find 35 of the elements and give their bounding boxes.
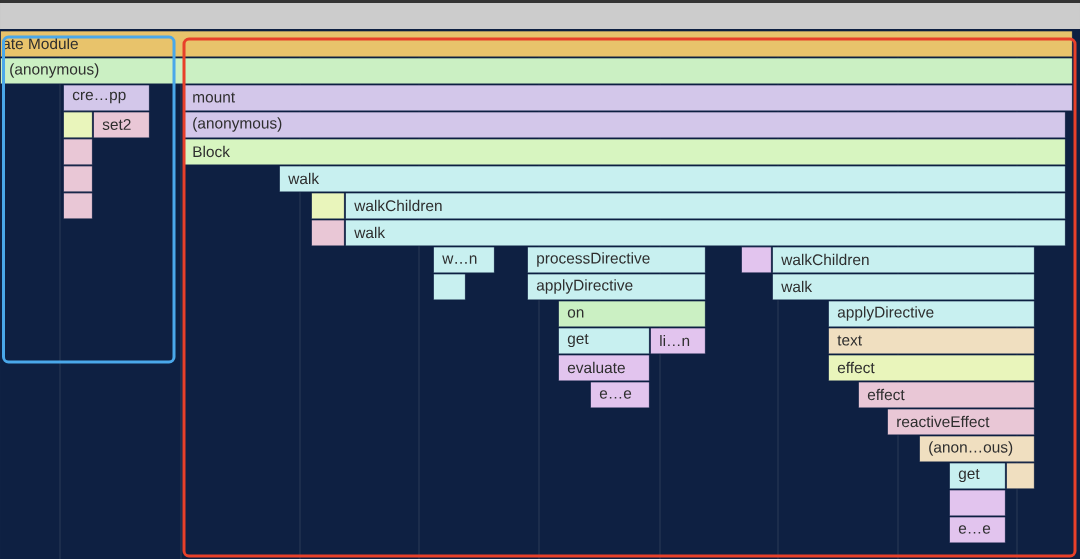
flame-bar: walk [279, 165, 1066, 193]
flame-bar: applyDirective [527, 273, 706, 301]
flame-bar [741, 246, 772, 274]
flame-bar: get [949, 462, 1006, 490]
flame-bar: effect [828, 354, 1035, 382]
flame-bar: on [558, 300, 706, 328]
flame-bar: walk [772, 273, 1035, 301]
flame-bar: get [558, 327, 650, 355]
flame-bar: applyDirective [828, 300, 1035, 328]
flame-bar: Block [183, 138, 1066, 166]
flame-bar: w…n [433, 246, 495, 274]
flame-bar: cre…pp [63, 84, 150, 112]
flame-bar [1006, 462, 1035, 490]
flame-bar: effect [858, 381, 1035, 409]
flame-bar: walkChildren [772, 246, 1035, 274]
flame-bar [311, 219, 345, 247]
flame-bar [63, 192, 93, 220]
flame-bar: e…e [949, 516, 1006, 544]
flame-bar: reactiveEffect [887, 408, 1035, 436]
flame-bar: evaluate [558, 354, 650, 382]
flame-bar: mount [183, 84, 1073, 112]
flame-bar: e…e [590, 381, 650, 409]
flame-bar: walkChildren [345, 192, 1066, 220]
flame-bar [63, 165, 93, 193]
flame-bar: processDirective [527, 246, 706, 274]
flame-bar [63, 138, 93, 166]
flame-bar: (anonymous) [0, 57, 1073, 85]
flame-bar: li…n [650, 327, 706, 355]
flame-bar [433, 273, 466, 301]
flame-bar: (anonymous) [183, 111, 1066, 139]
flame-bar [63, 111, 93, 139]
flame-bar [949, 489, 1006, 517]
flame-bar: text [828, 327, 1035, 355]
flame-bar: set2 [93, 111, 150, 139]
flame-bar [311, 192, 345, 220]
